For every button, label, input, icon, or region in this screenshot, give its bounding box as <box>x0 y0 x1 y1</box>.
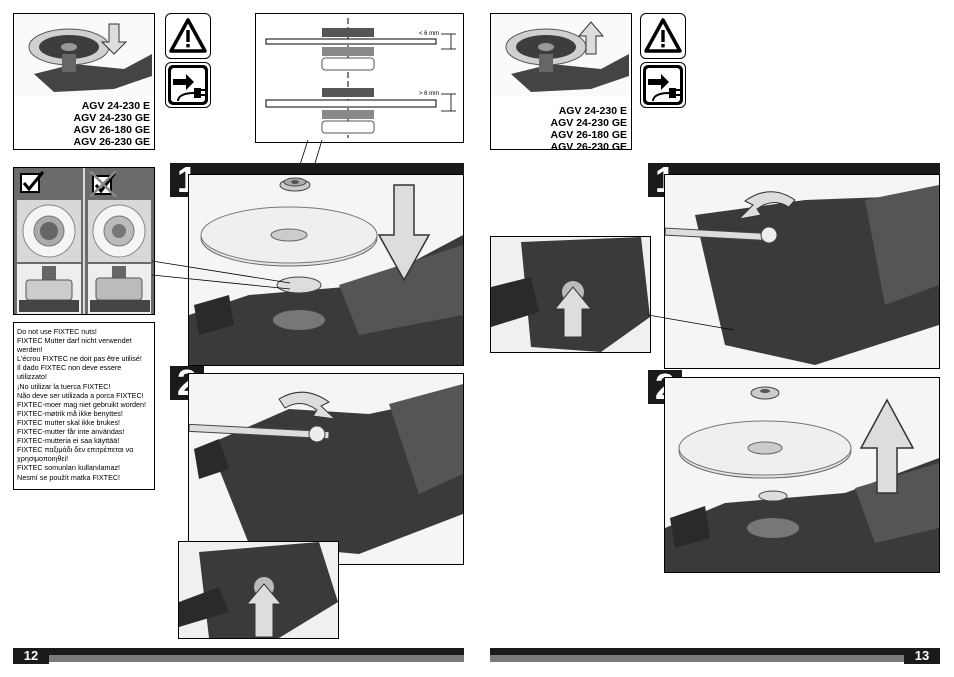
model-name: AGV 26-230 GE <box>73 136 150 148</box>
model-name: AGV 24-230 GE <box>550 117 627 129</box>
footer-bar-right <box>490 648 940 662</box>
spindle-lock-inset-left <box>178 541 339 639</box>
warning-text: FIXTEC-mutteria ei saa käyttää! <box>17 436 120 446</box>
warning-triangle-icon <box>640 13 686 59</box>
step-2-photo-left <box>188 373 464 565</box>
page-number-left: 12 <box>13 648 49 664</box>
model-name: AGV 26-180 GE <box>550 129 627 141</box>
step-2-photo-right <box>664 377 940 573</box>
step-1-photo-right <box>664 174 940 369</box>
step-1-photo-left <box>188 174 464 366</box>
spec-label-thin: < 6 mm <box>419 31 440 37</box>
callout-line <box>152 260 291 290</box>
warning-text: FIXTEC somunları kullanılamaz! <box>17 463 121 473</box>
unplug-icon <box>640 62 686 108</box>
step-bar <box>648 163 940 174</box>
warning-text: FIXTEC mutter skal ikke brukes! <box>17 417 121 427</box>
flange-nut <box>279 177 311 192</box>
model-name: AGV 24-230 E <box>558 105 627 117</box>
grinder-thumbnail-left <box>14 14 154 96</box>
model-name: AGV 26-180 GE <box>73 124 150 136</box>
spec-label-thick: > 6 mm <box>419 91 440 97</box>
warning-text: Não deve ser utilizada a porca FIXTEC! <box>17 390 144 400</box>
model-name: AGV 24-230 GE <box>73 112 150 124</box>
warning-text: FIXTEC-mutter får inte användas! <box>17 427 125 437</box>
page-number-right: 13 <box>904 648 940 664</box>
warning-text: L'écrou FIXTEC ne doit pas être utilisé! <box>17 354 142 364</box>
step-bar <box>170 163 464 174</box>
warning-text: FIXTEC-møtrik må ikke benyttes! <box>17 408 123 418</box>
flange-diagram <box>265 18 456 138</box>
spindle-lock-inset-right <box>490 236 651 353</box>
model-name: AGV 24-230 E <box>81 100 150 112</box>
model-name: AGV 26-230 GE <box>550 141 627 153</box>
unplug-icon <box>165 62 211 108</box>
warning-text: ¡No utilizar la tuerca FIXTEC! <box>17 381 111 391</box>
model-list-left: AGV 24-230 E AGV 24-230 GE AGV 26-180 GE… <box>74 100 150 148</box>
warning-text: Do not use FIXTEC nuts! <box>17 327 97 336</box>
warning-text: Il dado FIXTEC non deve essere utilizzat… <box>17 363 122 382</box>
model-list-right: AGV 24-230 E AGV 24-230 GE AGV 26-180 GE… <box>551 105 627 153</box>
checkbox-crossed-icon <box>89 170 118 198</box>
footer-bar-left <box>13 648 464 662</box>
warning-text: FIXTEC Mutter darf nicht verwendet werde… <box>17 336 132 355</box>
grinder-thumbnail-right <box>491 14 631 96</box>
fixtec-comparison-panel <box>13 167 155 315</box>
callout-line <box>648 314 735 331</box>
disc-thickness-diagram: < 6 mm > 6 mm <box>255 13 464 143</box>
fixtec-warning-list: Do not use FIXTEC nuts! FIXTEC Mutter da… <box>13 322 155 490</box>
warning-triangle-icon <box>165 13 211 59</box>
warning-text: Nesmí se použít matka FIXTEC! <box>17 472 121 482</box>
warning-text: FIXTEC παξιμάδι δεν επιτρέπεται να χρησι… <box>17 445 134 464</box>
model-box-left: AGV 24-230 E AGV 24-230 GE AGV 26-180 GE… <box>13 13 155 150</box>
checkbox-checked-icon <box>20 171 46 195</box>
model-box-right: AGV 24-230 E AGV 24-230 GE AGV 26-180 GE… <box>490 13 632 153</box>
warning-text: FIXTEC-moer mag niet gebruikt worden! <box>17 399 147 409</box>
